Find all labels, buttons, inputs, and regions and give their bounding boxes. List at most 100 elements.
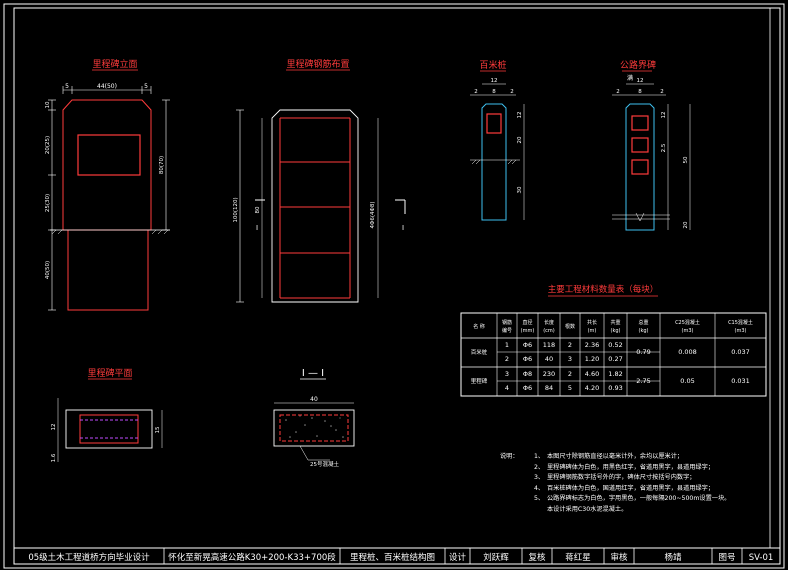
table-cell-c25: 0.008: [678, 348, 697, 356]
dim-label: 2: [660, 89, 664, 95]
dim-label: 80: [255, 206, 261, 213]
dim-label: 2: [474, 89, 478, 95]
table-group-name: 百米桩: [471, 348, 488, 356]
view-title-milestone-elevation: 里程碑立面: [92, 58, 137, 70]
table-header-cell: (m): [588, 328, 597, 334]
note-item: 公路界碑标志为白色，字用黑色，一般每隔200~500m设置一块。: [547, 495, 731, 502]
dim-label: 满: [627, 74, 633, 82]
note-number: 4、: [534, 484, 545, 492]
table-cell-total: 0.79: [636, 348, 650, 356]
note-extra: 本设计采用C30水泥混凝土。: [547, 505, 628, 513]
title-block-designer: 刘跃辉: [483, 553, 509, 563]
note-number: 3、: [534, 474, 545, 481]
table-header-cell: (cm): [543, 328, 555, 334]
dim-label: 1.6: [51, 453, 57, 462]
dim-label: 8: [638, 89, 642, 95]
table-cell-total: 2.75: [636, 377, 650, 385]
table-cell: 0.93: [608, 384, 622, 392]
table-cell-c15: 0.037: [731, 348, 750, 356]
title-block-drawing: 里程桩、百米桩结构图: [349, 553, 435, 563]
dim-label: 8: [492, 89, 496, 95]
table-cell: 230: [543, 370, 555, 378]
milestone-foundation: [67, 229, 149, 311]
table-cell: 0.52: [608, 341, 622, 349]
title-block-sheet-no: SV-01: [748, 553, 774, 563]
title-block-audit-label: 审核: [610, 553, 628, 563]
section-mark-right: I: [402, 224, 404, 232]
table-header-cell: 直径: [522, 319, 532, 326]
rebar-lines: [279, 117, 351, 299]
dim-label: 12: [491, 78, 498, 84]
rebar-body-outline: [271, 109, 359, 303]
table-header-cell: 钢筋: [502, 319, 512, 326]
dim-label: 15: [155, 426, 161, 433]
milestone-elevation-view: 里程碑立面 5 44(50) 5 10 20(25) 25(30) 40(50): [45, 58, 170, 311]
table-cell: 1: [505, 341, 509, 349]
table-cell: 4: [505, 384, 509, 392]
concrete-hatch: [285, 415, 344, 438]
table-cell: 2: [505, 355, 509, 363]
view-title-section: I — I: [302, 368, 324, 379]
table-header-cell: (mm): [521, 328, 535, 334]
table-cell: 40: [545, 355, 553, 363]
dim-label: 30: [517, 186, 523, 193]
dim-label: 12: [517, 112, 523, 119]
dim-label: 12: [661, 112, 667, 119]
title-block-reviewer: 蒋红星: [565, 553, 591, 563]
table-header-cell: 总重: [638, 319, 648, 326]
dim-label: 10: [45, 101, 51, 108]
dim-label: 20: [683, 221, 689, 228]
table-cell-c25: 0.05: [680, 377, 694, 385]
notes-block: 说明：1、本图尺寸除钢筋直径以毫米计外，余均以厘米计； 2、里程碑碑体为白色，用…: [500, 452, 770, 515]
dim-label: 100(120): [233, 197, 239, 222]
note-number: 1、: [534, 453, 545, 460]
dim-label: 2: [510, 89, 514, 95]
inner-frame: [13, 7, 781, 565]
table-cell-c15: 0.031: [731, 377, 750, 385]
km-post-view: 公路界碑 满 12 2 8 2 12 2.5 50 20: [612, 59, 691, 231]
note-item: 里程碑碑体为白色，用黑色红字，省道用黑字，县道用绿字；: [547, 463, 715, 471]
dim-label: 5: [65, 83, 69, 90]
dim-label: 40(50): [45, 261, 51, 279]
table-header-cell: (m3): [735, 328, 747, 334]
note-item: 里程碑钢筋数字括号外的字，碑体尺寸按括号内数字；: [547, 474, 696, 481]
table-cell: Φ6: [523, 384, 532, 392]
milestone-rebar-view: 里程碑钢筋布置 100(120) 80 4Φ6(4Φ8) I I: [233, 58, 406, 303]
table-header-cell: 共重: [610, 319, 620, 326]
material-table-cells: 名 称钢筋编号直径(mm)长度(cm)根数共长(m)共重(kg)总重(kg)C2…: [471, 319, 753, 392]
table-group-name: 里程碑: [471, 377, 488, 385]
table-header-cell: 编号: [502, 327, 512, 334]
dim-label: 80(70): [159, 156, 165, 174]
km-post-body: [625, 103, 655, 231]
km-post-panel-2: [631, 137, 649, 153]
table-header-cell: (kg): [611, 328, 621, 334]
title-block-project: 怀化至新晃高速公路K30+200-K33+700段: [168, 553, 336, 563]
section-mark-left: I: [256, 224, 258, 232]
table-header-cell: C15混凝土: [728, 319, 753, 326]
hundred-meter-post-view: 百米桩 12 2 8 2 12 20 30: [470, 59, 525, 221]
table-header-cell: 长度: [544, 319, 554, 326]
milestone-panel: [77, 134, 141, 176]
note-number: 2、: [534, 463, 545, 471]
dim-label: 50: [683, 156, 689, 163]
km-post-panel-3: [631, 159, 649, 175]
view-title-km-post: 公路界碑: [620, 59, 656, 71]
title-block-auditor: 杨靖: [664, 553, 682, 563]
table-cell: 118: [543, 341, 555, 349]
view-title-milestone-plan: 里程碑平面: [87, 367, 132, 379]
table-cell: 3: [505, 370, 509, 378]
hundred-meter-post-panel: [486, 113, 502, 134]
table-cell: 1.20: [585, 355, 599, 363]
plan-foundation-outline: [65, 409, 153, 449]
table-cell: Φ6: [523, 355, 532, 363]
title-block-school: 05级土木工程道桥方向毕业设计: [28, 553, 150, 563]
title-block-sheet-label: 图号: [718, 553, 736, 563]
note-item: 本图尺寸除钢筋直径以毫米计外，余均以厘米计；: [547, 453, 684, 460]
dim-label: 2: [616, 89, 620, 95]
dim-label: 40: [310, 396, 318, 403]
dim-label: 20(25): [45, 136, 51, 154]
table-header-cell: (kg): [639, 328, 649, 334]
view-title-hundred-meter-post: 百米桩: [479, 59, 506, 71]
milestone-plan-view: 里程碑平面 12 1.6 15: [51, 367, 163, 462]
section-view: I — I 40 25号混凝土: [273, 368, 355, 468]
